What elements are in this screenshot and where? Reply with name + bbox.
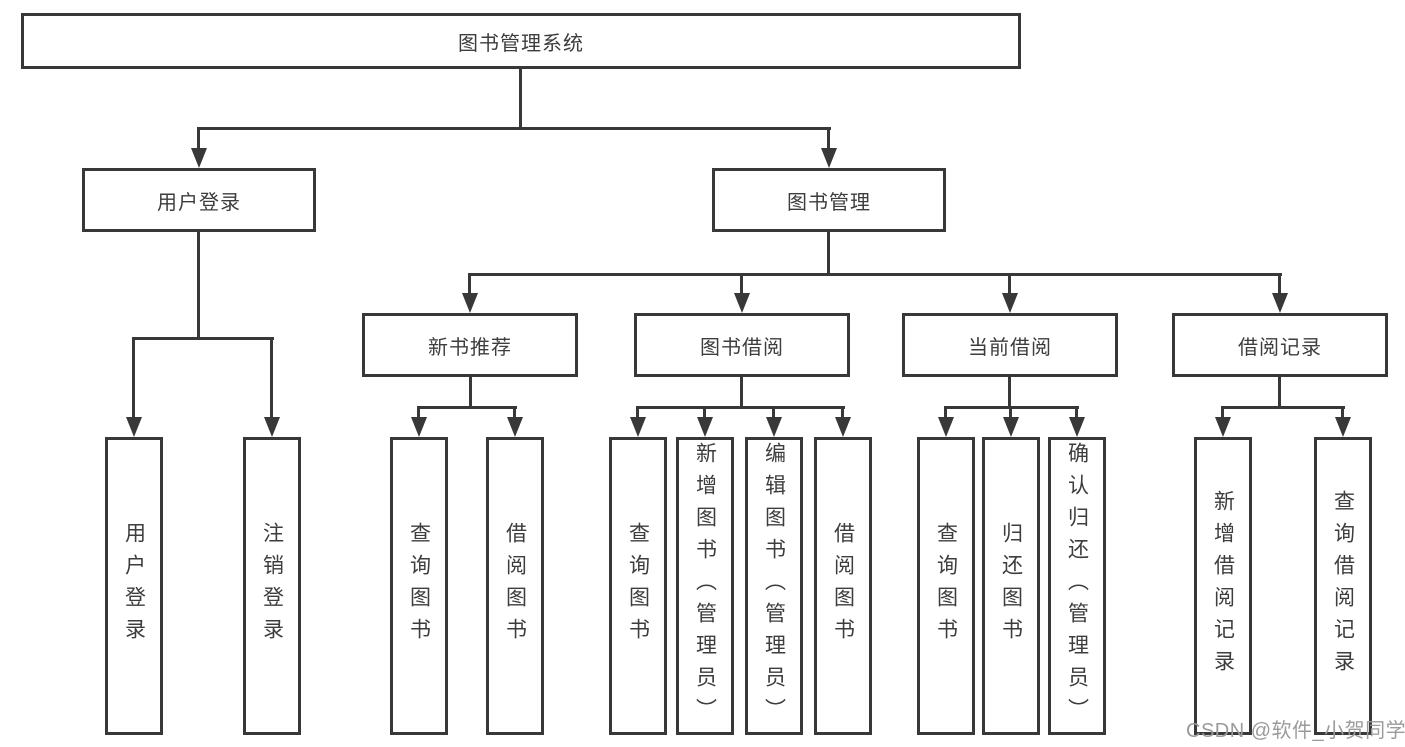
connector-line xyxy=(1278,273,1281,296)
csdn-watermark: CSDN @软件_小贺同学 xyxy=(1186,720,1405,742)
arrowhead-down-icon xyxy=(766,417,782,437)
connector-line xyxy=(197,232,200,337)
arrowhead-down-icon xyxy=(191,148,207,168)
connector-line xyxy=(772,406,775,420)
connector-line xyxy=(1075,406,1078,420)
arrowhead-down-icon xyxy=(411,417,427,437)
node-label: 图书管理系统 xyxy=(458,32,584,55)
connector-line xyxy=(519,69,522,127)
connector-line xyxy=(468,273,471,296)
leaf-query-book-3: 查询图书 xyxy=(917,437,975,735)
arrowhead-down-icon xyxy=(821,148,837,168)
node-label: 图书借阅 xyxy=(700,336,784,359)
connector-line xyxy=(469,273,1282,276)
connector-line xyxy=(197,127,200,150)
leaf-return-book: 归还图书 xyxy=(982,437,1040,735)
node-label: 图书管理 xyxy=(787,191,871,214)
connector-line xyxy=(841,406,844,420)
leaf-add-borrow-record: 新增借阅记录 xyxy=(1194,437,1252,735)
connector-line xyxy=(827,232,830,273)
node-new-book-recommend: 新书推荐 xyxy=(362,313,578,377)
arrowhead-down-icon xyxy=(734,293,750,313)
leaf-label: 查询图书 xyxy=(626,522,650,650)
leaf-label: 借阅图书 xyxy=(503,522,527,650)
leaf-confirm-return-admin: 确认归还（管理员） xyxy=(1048,437,1106,735)
leaf-label: 编辑图书（管理员） xyxy=(762,442,786,730)
arrowhead-down-icon xyxy=(1272,293,1288,313)
node-book-management: 图书管理 xyxy=(712,168,946,232)
connector-line xyxy=(133,337,274,340)
connector-line xyxy=(132,337,135,420)
node-label: 用户登录 xyxy=(157,191,241,214)
arrowhead-down-icon xyxy=(630,417,646,437)
node-label: 当前借阅 xyxy=(968,336,1052,359)
arrowhead-down-icon xyxy=(1002,293,1018,313)
leaf-label: 查询图书 xyxy=(934,522,958,650)
connector-line xyxy=(1008,273,1011,296)
leaf-label: 新增借阅记录 xyxy=(1211,490,1235,682)
node-current-borrow: 当前借阅 xyxy=(902,313,1118,377)
leaf-label: 新增图书（管理员） xyxy=(693,442,717,730)
node-book-borrow: 图书借阅 xyxy=(634,313,850,377)
leaf-logout: 注销登录 xyxy=(243,437,301,735)
connector-line xyxy=(1221,406,1345,409)
leaf-label: 归还图书 xyxy=(999,522,1023,650)
leaf-label: 查询图书 xyxy=(407,522,431,650)
connector-line xyxy=(197,127,831,130)
leaf-query-book-1: 查询图书 xyxy=(390,437,448,735)
connector-line xyxy=(944,406,947,420)
leaf-label: 查询借阅记录 xyxy=(1331,490,1355,682)
node-borrow-records: 借阅记录 xyxy=(1172,313,1388,377)
leaf-label: 用户登录 xyxy=(122,522,146,650)
leaf-user-login: 用户登录 xyxy=(105,437,163,735)
connector-line xyxy=(270,337,273,420)
connector-line xyxy=(1008,377,1011,406)
arrowhead-down-icon xyxy=(835,417,851,437)
leaf-query-borrow-record: 查询借阅记录 xyxy=(1314,437,1372,735)
connector-line xyxy=(469,377,472,406)
leaf-add-book-admin: 新增图书（管理员） xyxy=(676,437,734,735)
connector-line xyxy=(1278,377,1281,406)
connector-line xyxy=(740,273,743,296)
arrowhead-down-icon xyxy=(462,293,478,313)
arrowhead-down-icon xyxy=(1003,417,1019,437)
arrowhead-down-icon xyxy=(1335,417,1351,437)
connector-line xyxy=(1221,406,1224,420)
node-label: 借阅记录 xyxy=(1238,336,1322,359)
leaf-label: 借阅图书 xyxy=(831,522,855,650)
connector-line xyxy=(636,406,845,409)
leaf-label: 确认归还（管理员） xyxy=(1065,442,1089,730)
leaf-borrow-book-2: 借阅图书 xyxy=(814,437,872,735)
node-label: 新书推荐 xyxy=(428,336,512,359)
connector-line xyxy=(827,127,830,150)
leaf-edit-book-admin: 编辑图书（管理员） xyxy=(745,437,803,735)
connector-line xyxy=(418,406,517,409)
connector-line xyxy=(1341,406,1344,420)
connector-line xyxy=(1009,406,1012,420)
node-user-login: 用户登录 xyxy=(82,168,316,232)
connector-line xyxy=(740,377,743,406)
connector-line xyxy=(636,406,639,420)
connector-line xyxy=(513,406,516,420)
arrowhead-down-icon xyxy=(507,417,523,437)
arrowhead-down-icon xyxy=(264,417,280,437)
connector-line xyxy=(417,406,420,420)
node-root-library-system: 图书管理系统 xyxy=(21,13,1021,69)
leaf-label: 注销登录 xyxy=(260,522,284,650)
arrowhead-down-icon xyxy=(126,417,142,437)
leaf-borrow-book-1: 借阅图书 xyxy=(486,437,544,735)
arrowhead-down-icon xyxy=(1069,417,1085,437)
arrowhead-down-icon xyxy=(1215,417,1231,437)
leaf-query-book-2: 查询图书 xyxy=(609,437,667,735)
arrowhead-down-icon xyxy=(938,417,954,437)
arrowhead-down-icon xyxy=(697,417,713,437)
connector-line xyxy=(703,406,706,420)
